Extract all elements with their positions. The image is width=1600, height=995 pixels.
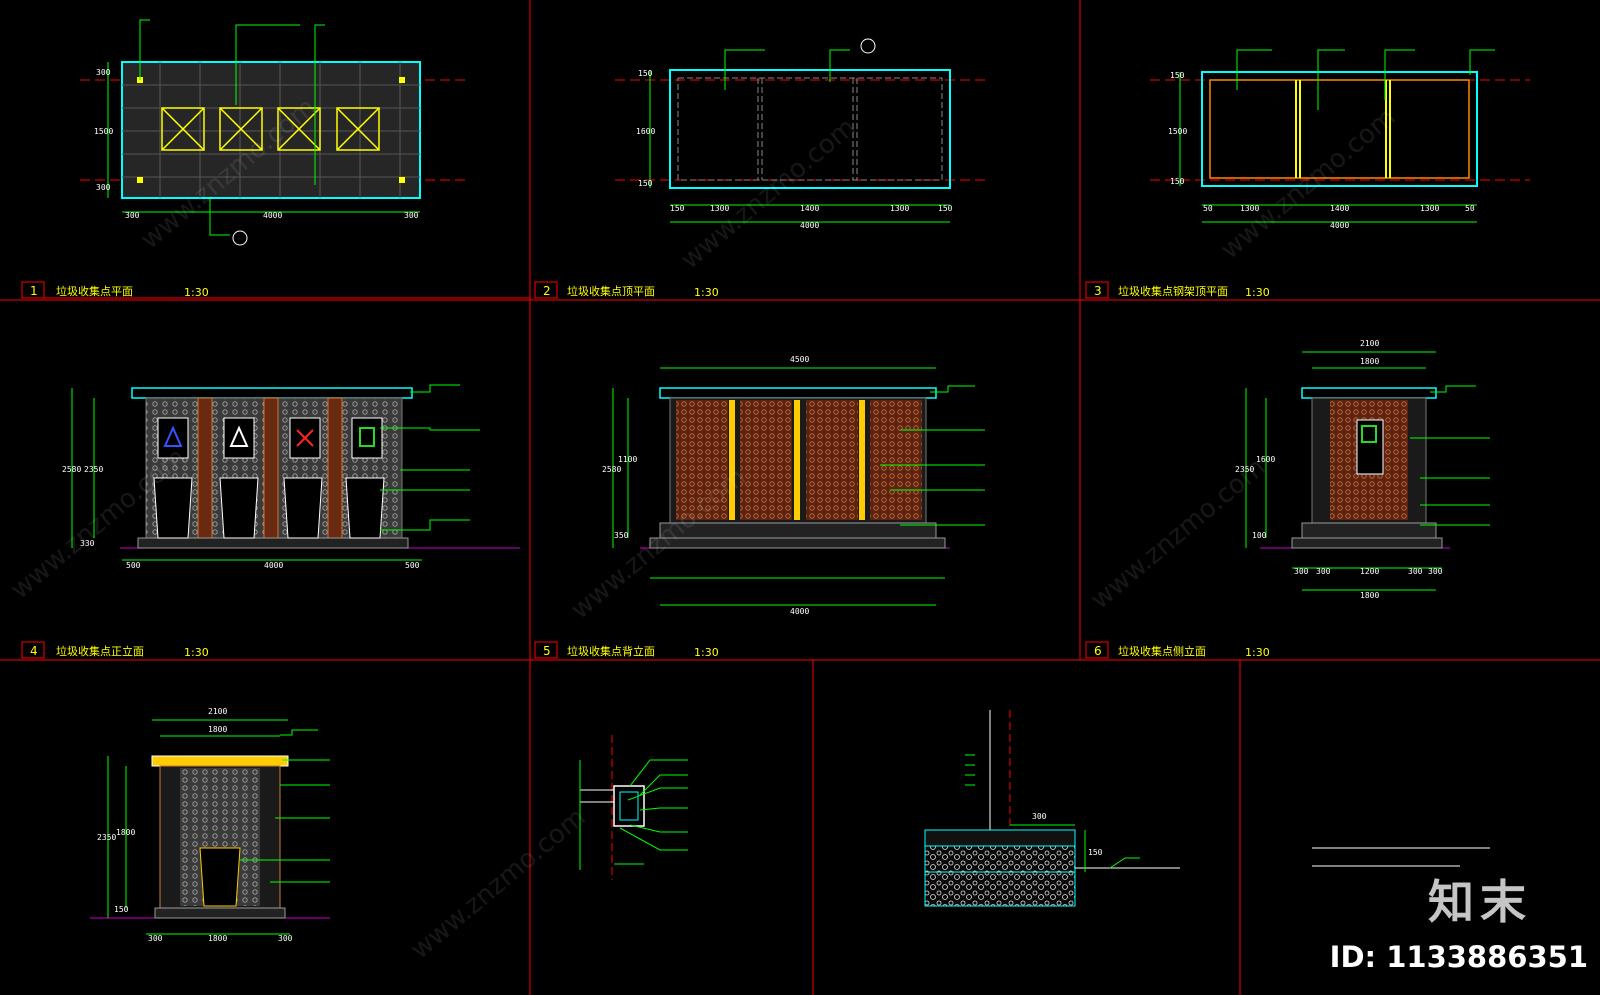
p7-dim-b: 300 (278, 934, 293, 943)
p6-dim-a: 300 (1294, 567, 1309, 576)
p5-dim-total: 4000 (790, 607, 809, 616)
p3-dim-d: 1300 (1420, 204, 1439, 213)
p3-dim-total: 4000 (1330, 221, 1349, 230)
p5-dim-h2: 1100 (618, 455, 637, 464)
p3-dim-b: 1300 (1240, 204, 1259, 213)
panel-4-number: 4 (30, 644, 38, 658)
panel-2-title-block: 2 垃圾收集点顶平面 1:30 (534, 281, 719, 299)
p4-dim-bot: 330 (80, 539, 95, 548)
svg-text:www.znzmo.com: www.znzmo.com (1085, 452, 1271, 615)
panel-6-scale: 1:30 (1245, 646, 1270, 659)
p6-dim-c: 1200 (1360, 567, 1379, 576)
panel-3-number: 3 (1094, 284, 1102, 298)
panel-5-rear-elevation: 4500 2580 1100 350 4000 (602, 355, 985, 616)
panel-6-title-block: 6 垃圾收集点侧立面 1:30 (1085, 641, 1270, 659)
p6-dim-d: 300 (1408, 567, 1423, 576)
panel-6-title: 垃圾收集点侧立面 (1118, 644, 1206, 658)
p4-dim-right: 500 (405, 561, 420, 570)
p6-dim-top: 2100 (1360, 339, 1379, 348)
p7-dim-top: 2100 (208, 707, 227, 716)
p3-dim-e: 50 (1465, 204, 1475, 213)
p2-dim-b: 1300 (710, 204, 729, 213)
panel-9-foundation: 300 150 (924, 710, 1180, 907)
panel-3-scale: 1:30 (1245, 286, 1270, 299)
p7-dim-a: 300 (148, 934, 163, 943)
watermark-id: ID: 1133886351 (1329, 940, 1588, 974)
panel-1-plan: 300 1500 300 300 4000 300 (80, 19, 470, 246)
p3-dim-mid: 1500 (1168, 127, 1187, 136)
panel-6-side-elevation: 2100 1800 2350 1600 100 300 300 1200 300… (1235, 339, 1490, 600)
panel-4-title-block: 4 垃圾收集点正立面 1:30 (21, 641, 209, 659)
p6-dim-h2: 1600 (1256, 455, 1275, 464)
p2-dim-d: 1300 (890, 204, 909, 213)
panel-5-title: 垃圾收集点背立面 (567, 644, 655, 658)
p2-dim-a: 150 (670, 204, 685, 213)
notes-block (1312, 847, 1490, 867)
p5-dim-bot: 350 (614, 531, 629, 540)
p1-dim-mid: 1500 (94, 127, 113, 136)
panel-2-number: 2 (543, 284, 551, 298)
panel-2-scale: 1:30 (694, 286, 719, 299)
svg-text:www.znzmo.com: www.znzmo.com (1215, 102, 1401, 265)
p7-dim-h2: 1800 (116, 828, 135, 837)
p3-dim-c: 1400 (1330, 204, 1349, 213)
p2-dim-top: 150 (638, 69, 653, 78)
panel-5-title-block: 5 垃圾收集点背立面 1:30 (534, 641, 719, 659)
p6-dim-h: 2350 (1235, 465, 1254, 474)
panel-6-number: 6 (1094, 644, 1102, 658)
p7-dim-bot: 150 (114, 905, 129, 914)
panel-3-frame-plan: 150 1500 150 50 1300 1400 1300 50 4000 (1150, 49, 1530, 230)
panel-2-title: 垃圾收集点顶平面 (567, 284, 655, 298)
panel-5-number: 5 (543, 644, 551, 658)
p6-dim-total: 1800 (1360, 591, 1379, 600)
p6-dim-top2: 1800 (1360, 357, 1379, 366)
panel-4-scale: 1:30 (184, 646, 209, 659)
p4-dim-left: 500 (126, 561, 141, 570)
p9-dim-h: 150 (1088, 848, 1103, 857)
svg-text:www.znzmo.com: www.znzmo.com (405, 802, 591, 965)
panel-3-title: 垃圾收集点钢架顶平面 (1118, 284, 1228, 298)
p4-dim-main: 4000 (264, 561, 283, 570)
p5-dim-h: 2580 (602, 465, 621, 474)
p7-dim-h: 2350 (97, 833, 116, 842)
panel-7-side-section: 2100 1800 2350 1800 150 300 1800 300 (90, 707, 330, 943)
panel-5-scale: 1:30 (694, 646, 719, 659)
panel-1-number: 1 (30, 284, 38, 298)
svg-text:www.znzmo.com: www.znzmo.com (675, 112, 861, 275)
p2-dim-bot: 150 (638, 179, 653, 188)
p6-dim-b: 300 (1316, 567, 1331, 576)
panel-2-roof-plan: 150 1600 150 150 1300 1400 1300 150 4000 (615, 38, 990, 230)
p6-dim-bot: 100 (1252, 531, 1267, 540)
panel-3-title-block: 3 垃圾收集点钢架顶平面 1:30 (1085, 281, 1270, 299)
p1-dim-top: 300 (96, 68, 111, 77)
p3-dim-bot: 150 (1170, 177, 1185, 186)
p9-dim-w: 300 (1032, 812, 1047, 821)
p4-dim-h: 2580 (62, 465, 81, 474)
p6-dim-e: 300 (1428, 567, 1443, 576)
panel-8-detail (579, 735, 688, 880)
watermark-logo: 知末 (1428, 875, 1532, 929)
p5-dim-top: 4500 (790, 355, 809, 364)
p1-dim-right: 300 (404, 211, 419, 220)
p2-dim-total: 4000 (800, 221, 819, 230)
p1-dim-left: 300 (125, 211, 140, 220)
p3-dim-a: 50 (1203, 204, 1213, 213)
p2-dim-mid: 1600 (636, 127, 655, 136)
p2-dim-e: 150 (938, 204, 953, 213)
p4-dim-h2: 2350 (84, 465, 103, 474)
panel-1-title: 垃圾收集点平面 (56, 284, 133, 298)
p7-dim-top2: 1800 (208, 725, 227, 734)
p7-dim-main: 1800 (208, 934, 227, 943)
p2-dim-c: 1400 (800, 204, 819, 213)
p1-dim-bot: 300 (96, 183, 111, 192)
panel-1-title-block: 1 垃圾收集点平面 1:30 (21, 281, 530, 299)
p3-dim-top: 150 (1170, 71, 1185, 80)
panel-1-scale: 1:30 (184, 286, 209, 299)
panel-4-title: 垃圾收集点正立面 (56, 644, 144, 658)
panel-4-front-elevation: 2580 2350 330 500 4000 500 (62, 384, 520, 570)
p1-dim-main: 4000 (263, 211, 282, 220)
